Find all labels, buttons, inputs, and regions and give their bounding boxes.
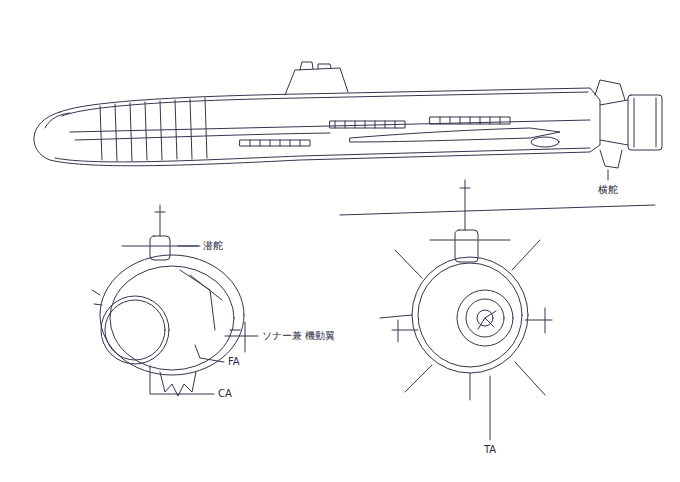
part-label: ソナー兼 機動翼 [262,330,335,341]
part-label: 潜舵 [203,240,223,251]
part-label: FA [228,356,240,367]
part-label: TA [484,444,496,455]
part-label: 横舵 [598,184,618,195]
part-label: CA [218,388,232,399]
